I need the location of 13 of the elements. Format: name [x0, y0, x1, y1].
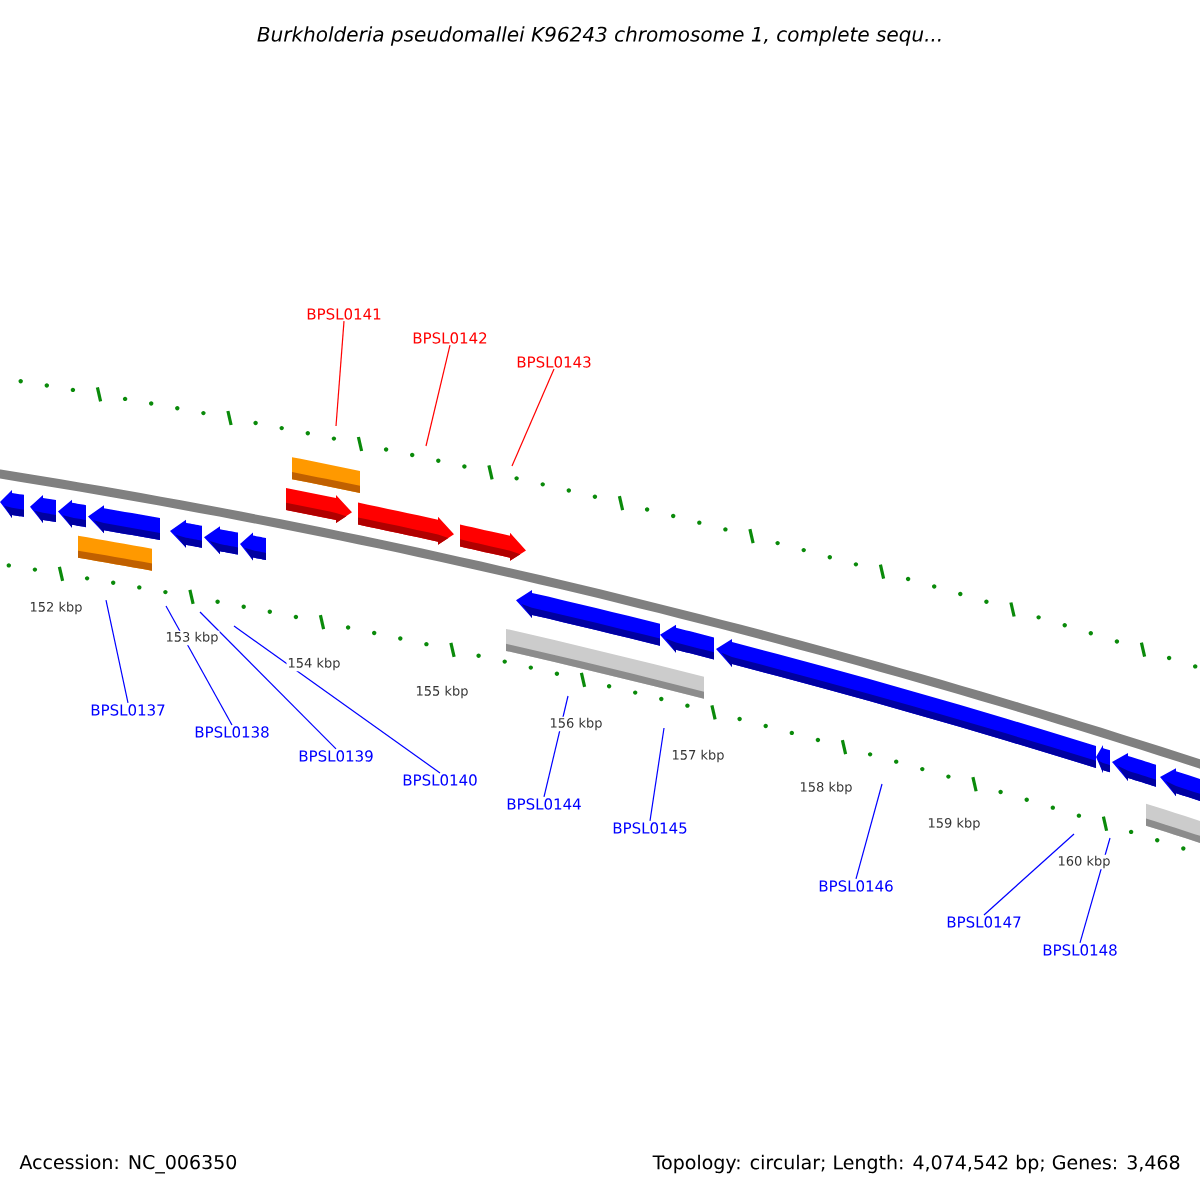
leader-line: [855, 783, 883, 880]
footer-text: Topology: circular; Length: 4,074,542 bp; Genes: 3,468: [652, 1154, 1180, 1174]
leader-line: [649, 727, 665, 822]
leader-line: [165, 605, 233, 726]
leader-line: [233, 625, 441, 774]
leader-line: [511, 368, 555, 467]
leader-line: [335, 320, 345, 427]
footer-text: Accession: NC_006350: [19, 1154, 237, 1174]
leader-line: [983, 833, 1075, 916]
leader-line: [105, 599, 129, 704]
leader-line: [425, 344, 451, 447]
leader-line: [199, 611, 337, 750]
title: Burkholderia pseudomallei K96243 chromosome 1, complete sequ...: [257, 26, 941, 46]
